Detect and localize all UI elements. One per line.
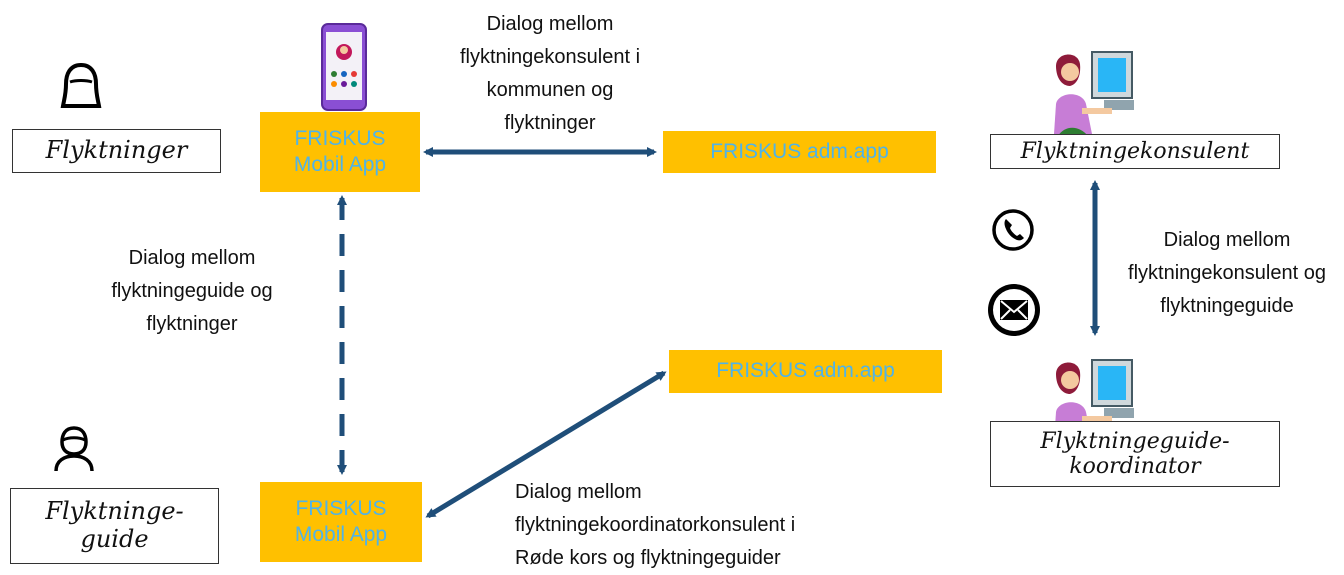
dialog-bottom-caption: Dialog mellom flyktningekoordinatorkonsu… bbox=[515, 481, 796, 569]
person-icon bbox=[60, 62, 102, 108]
dialog-right-caption: Dialog mellom flyktningekonsulent og fly… bbox=[1128, 229, 1326, 317]
arrow-mobile-to-adm-bottom bbox=[425, 370, 667, 519]
person-icon bbox=[54, 426, 94, 472]
consultant-label: Flyktningekonsulent bbox=[990, 134, 1280, 169]
dialog-left-caption: Dialog mellom flyktningeguide og flyktni… bbox=[111, 247, 273, 335]
refugees-label: Flyktninger bbox=[12, 129, 221, 173]
guide-label: Flyktninge- guide bbox=[10, 488, 219, 564]
smartphone-icon bbox=[321, 23, 367, 111]
mobile-app-bottom: FRISKUS Mobil App bbox=[260, 482, 422, 562]
envelope-icon bbox=[988, 284, 1040, 336]
computer-worker-icon bbox=[1054, 51, 1134, 136]
adm-app-bottom: FRISKUS adm.app bbox=[669, 350, 942, 393]
mobile-app-top: FRISKUS Mobil App bbox=[260, 112, 420, 192]
coordinator-label: Flyktningeguide- koordinator bbox=[990, 421, 1280, 487]
adm-app-top: FRISKUS adm.app bbox=[663, 131, 936, 173]
dialog-top-caption: Dialog mellom flyktningekonsulent i komm… bbox=[459, 13, 641, 134]
phone-icon bbox=[992, 209, 1034, 251]
